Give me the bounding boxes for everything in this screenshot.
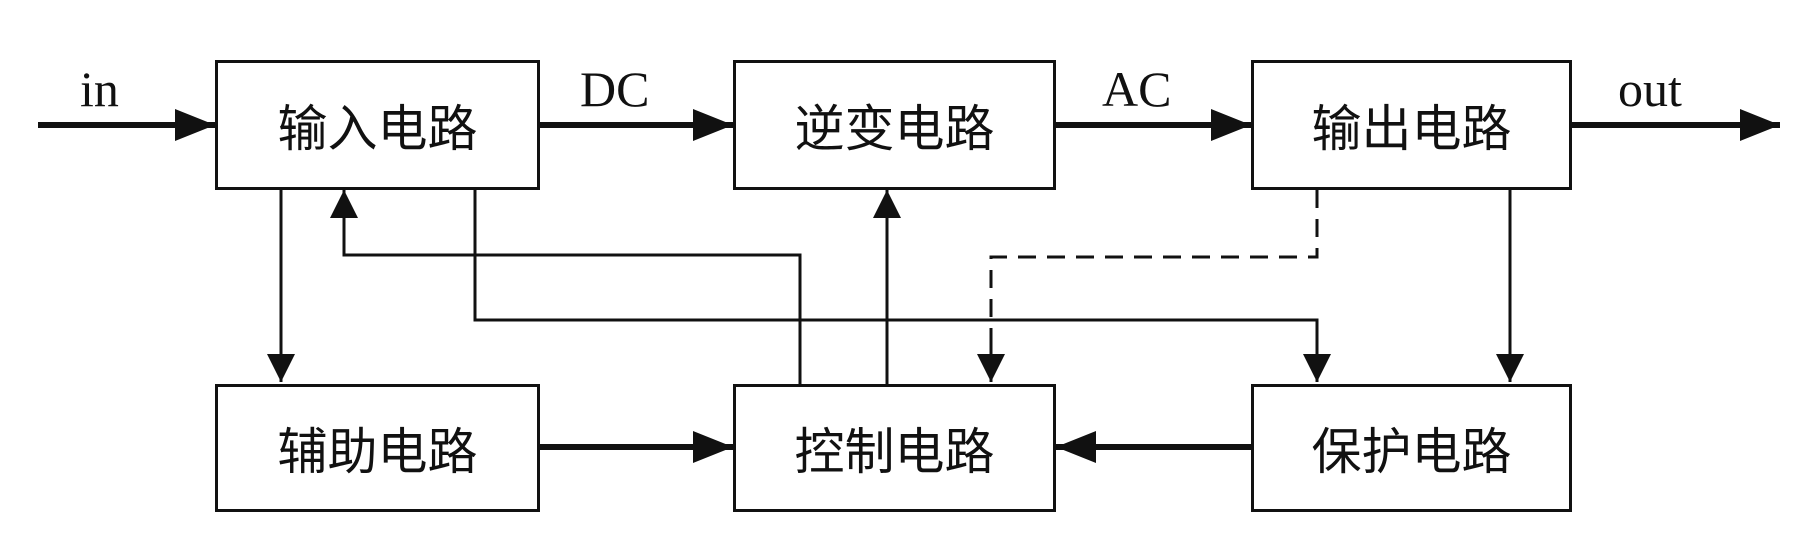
protection-circuit-block: 保护电路 <box>1251 384 1572 512</box>
control-circuit-block: 控制电路 <box>733 384 1056 512</box>
control-circuit-label: 控制电路 <box>794 423 995 481</box>
input-circuit-block: 输入电路 <box>215 60 540 190</box>
output-circuit-label: 输出电路 <box>1311 100 1512 158</box>
protection-circuit-label: 保护电路 <box>1311 423 1512 481</box>
dc-label: DC <box>580 61 650 117</box>
inverter-circuit-label: 逆变电路 <box>794 100 995 158</box>
input-to-protection-arrow <box>473 190 1331 382</box>
output-to-control-dashed-line <box>989 190 1319 345</box>
control-to-input-arrow <box>330 190 802 384</box>
in-label: in <box>80 61 119 117</box>
auxiliary-circuit-block: 辅助电路 <box>215 384 540 512</box>
output-circuit-block: 输出电路 <box>1251 60 1572 190</box>
out-label: out <box>1618 61 1682 117</box>
inverter-circuit-block: 逆变电路 <box>733 60 1056 190</box>
input-circuit-label: 输入电路 <box>277 100 478 158</box>
ac-label: AC <box>1102 61 1172 117</box>
auxiliary-circuit-label: 辅助电路 <box>277 423 478 481</box>
